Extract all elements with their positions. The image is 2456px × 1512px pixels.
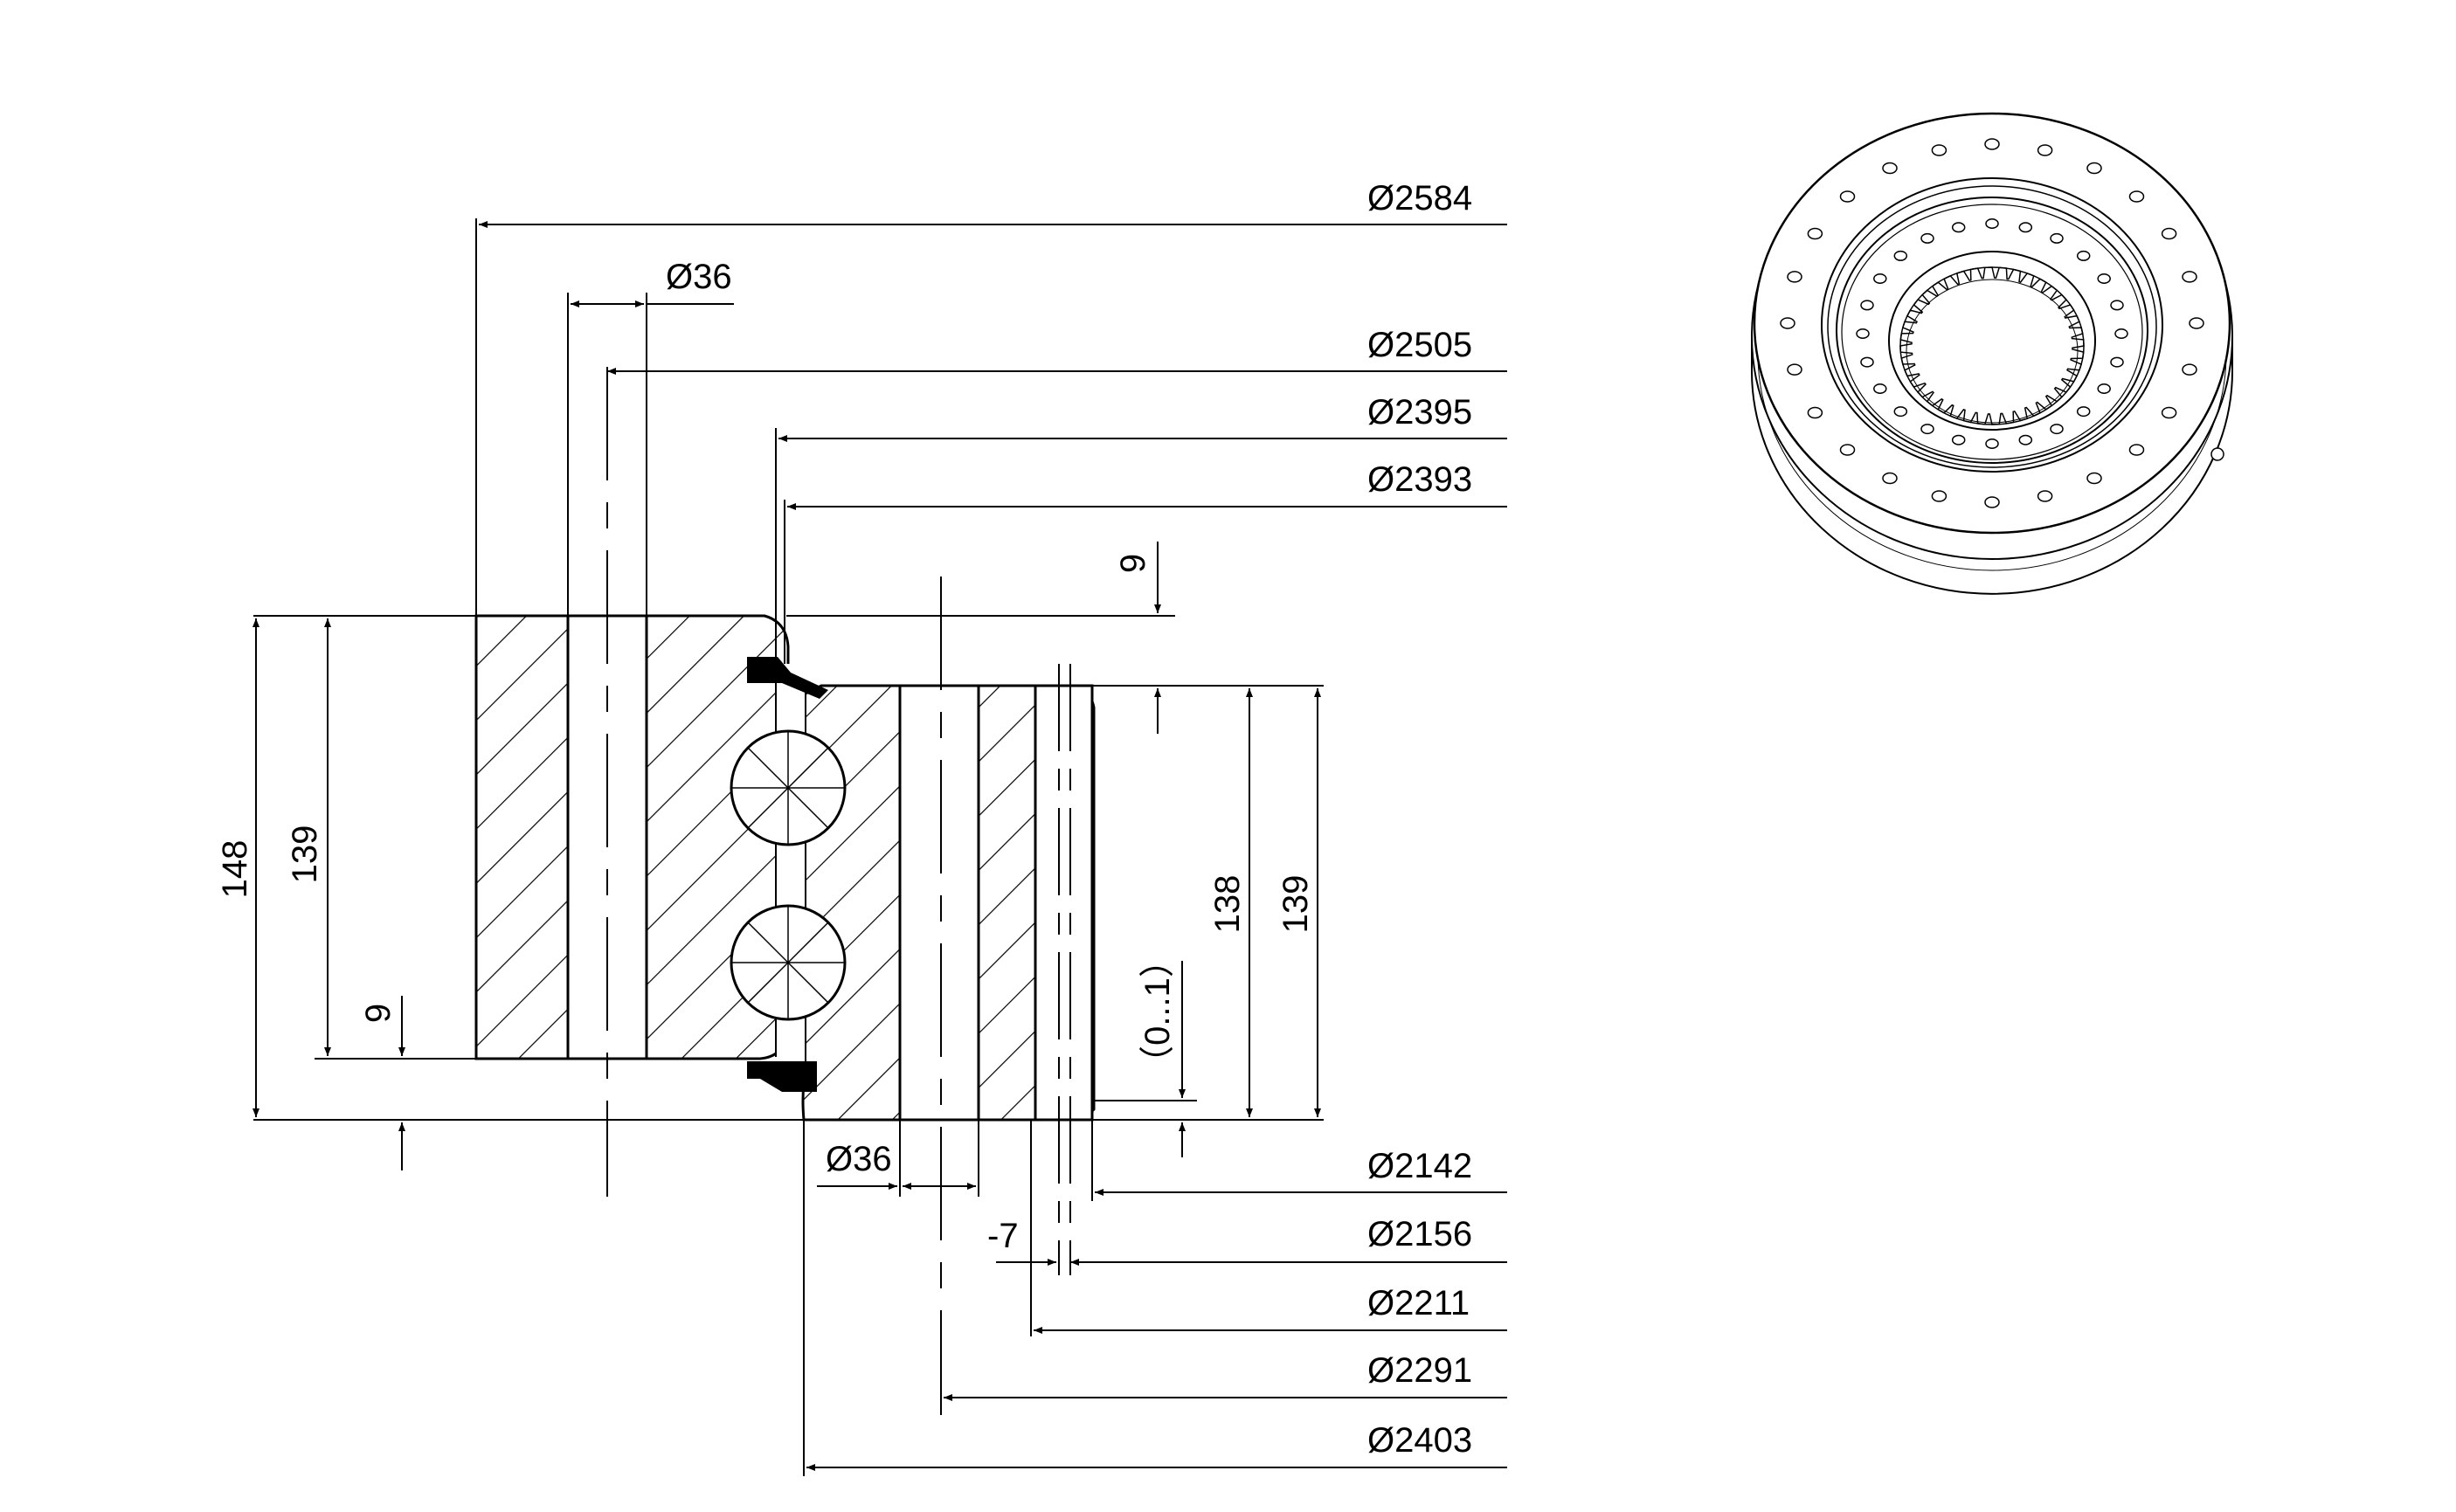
dim-height-9-right: 9 (1114, 554, 1152, 573)
inner-bolt-hole-icon (2076, 406, 2091, 418)
outer-bolt-hole-icon (1787, 271, 1802, 283)
inner-bolt-hole-icon (1893, 250, 1908, 261)
outer-bolt-hole-icon (1984, 496, 2000, 508)
dim-d36-top: Ø36 (666, 258, 732, 296)
outer-bolt-hole-icon (2161, 406, 2177, 419)
outer-bolt-hole-icon (1839, 190, 1856, 203)
dim-d2393: Ø2393 (1367, 460, 1472, 499)
upper-seal (747, 657, 828, 699)
dim-d2505: Ø2505 (1367, 326, 1472, 364)
outer-bolt-hole-icon (1882, 472, 1898, 485)
dim-d2403: Ø2403 (1367, 1421, 1472, 1460)
outer-bolt-hole-icon (2086, 162, 2102, 175)
dim-d2584: Ø2584 (1367, 179, 1472, 217)
outer-bolt-hole-icon (2037, 490, 2053, 502)
dim-height-139-left: 139 (286, 825, 324, 884)
dimension-labels: Ø2584 Ø36 Ø2505 Ø2395 Ø2393 Ø36 Ø2142 Ø2… (216, 179, 1472, 1460)
dim-d2142: Ø2142 (1367, 1147, 1472, 1185)
dim-minus7: -7 (987, 1217, 1019, 1255)
inner-bolt-hole-icon (1873, 383, 1887, 394)
outer-bolt-hole-icon (2037, 144, 2053, 156)
inner-bolt-hole-icon (1920, 424, 1934, 435)
dimension-lines (253, 218, 1507, 1476)
outer-bolt-hole-icon (1931, 144, 1948, 156)
outer-bolt-hole-icon (2128, 444, 2145, 456)
outer-bolt-hole-icon (1984, 138, 2000, 150)
dim-height-9-left: 9 (359, 1004, 398, 1023)
inner-bolt-hole-icon (2076, 250, 2091, 261)
dim-height-148: 148 (216, 840, 254, 899)
inner-ring-bolt-hole (898, 684, 980, 1122)
inner-bolt-hole-icon (1873, 273, 1887, 284)
dim-d36-bottom: Ø36 (826, 1140, 892, 1178)
inner-bolt-hole-icon (1856, 328, 1870, 339)
dim-height-139-right: 139 (1276, 875, 1315, 934)
inner-bolt-hole-icon (2050, 232, 2064, 244)
dim-d2395: Ø2395 (1367, 393, 1472, 432)
dim-height-138: 138 (1208, 875, 1247, 934)
inner-bolt-hole-icon (1920, 232, 1934, 244)
outer-bolt-hole-icon (1807, 227, 1823, 240)
dim-d2156: Ø2156 (1367, 1215, 1472, 1253)
gear-teeth (1899, 266, 2085, 425)
dim-d2291: Ø2291 (1367, 1351, 1472, 1390)
bearing-cross-section (474, 367, 1096, 1415)
dim-tolerance: （0...1） (1138, 942, 1177, 1080)
outer-bolt-hole-icon (2086, 472, 2102, 485)
outer-bolt-hole-icon (1780, 317, 1795, 329)
inner-bolt-hole-icon (2097, 383, 2111, 394)
inner-bolt-hole-icon (2018, 222, 2033, 233)
upper-ball (730, 729, 847, 846)
outer-bolt-hole-icon (2128, 190, 2145, 203)
outer-bolt-hole-icon (2189, 317, 2204, 329)
gear-tooth-zone (1034, 684, 1094, 1122)
inner-bolt-hole-icon (1860, 300, 1874, 311)
outer-bolt-hole-icon (1882, 162, 1898, 175)
dim-d2211: Ø2211 (1367, 1284, 1470, 1322)
outer-bolt-hole-icon (1807, 406, 1823, 419)
lower-seal (747, 1061, 817, 1092)
outer-bolt-hole-icon (1787, 363, 1802, 376)
gear-teeth-outline (1899, 266, 2085, 425)
outer-bolt-hole-icon (2161, 227, 2177, 240)
inner-bolt-hole-icon (1893, 406, 1908, 418)
outer-bolt-hole-icon (1931, 490, 1948, 502)
inner-bolt-hole-icon (1951, 434, 1966, 445)
inner-bolt-hole-icon (2114, 328, 2128, 339)
inner-bolt-hole-icon (2110, 300, 2124, 311)
inner-ring-holes (1856, 218, 2128, 449)
outer-bolt-hole-icon (1839, 444, 1856, 456)
grease-nipple (2210, 447, 2224, 461)
lower-ball (730, 904, 847, 1021)
inner-bolt-hole-icon (2110, 356, 2124, 368)
outer-bolt-hole-icon (2182, 271, 2197, 283)
inner-bolt-hole-icon (2097, 273, 2111, 284)
inner-bolt-hole-icon (1951, 222, 1966, 233)
inner-bolt-hole-icon (2050, 424, 2064, 435)
inner-bolt-hole-icon (1985, 438, 1999, 449)
inner-bolt-hole-icon (1985, 218, 1999, 229)
outer-bolt-hole-icon (2182, 363, 2197, 376)
bearing-3d-view (1751, 112, 2233, 595)
inner-bolt-hole-icon (2018, 434, 2033, 445)
outer-ring-holes (1780, 138, 2204, 508)
inner-bolt-hole-icon (1860, 356, 1874, 368)
